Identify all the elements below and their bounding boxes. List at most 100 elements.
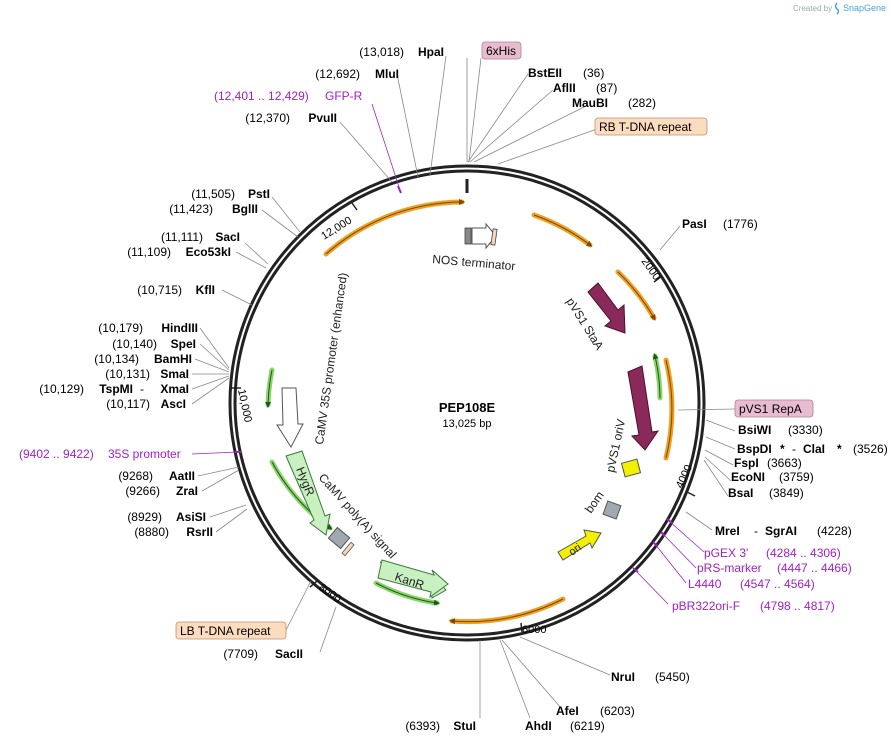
position-ticks [232, 202, 696, 633]
snapgene-credit: Created by SnapGene [793, 2, 886, 15]
primer-name-gfp-r: GFP-R [325, 89, 363, 103]
his-tag-box: 6xHis [481, 41, 522, 60]
enzyme-pos-tspmi: (10,129) [39, 382, 84, 396]
enzyme-labels-left: (13,018) HpaI (12,692) MluI (12,370) Pvu… [39, 45, 476, 733]
enzyme-name-sacii: SacII [275, 647, 303, 661]
enzyme-name-ahdi: AhdI [525, 719, 552, 733]
leader-lines [191, 55, 736, 719]
enzyme-pos-hindiii: (10,179) [98, 321, 143, 335]
pvs1-staa-feature: pVS1 StaA [563, 282, 626, 352]
primer-range-pbr322ori-f: (4798 .. 4817) [760, 599, 835, 613]
primer-range-pgex3: (4284 .. 4306) [766, 546, 841, 560]
bom-label: bom [582, 489, 607, 516]
primer-range-35s: (9402 .. 9422) [19, 447, 94, 461]
enzyme-pos-bamhi: (10,134) [94, 352, 139, 366]
enzyme-pos-hpai: (13,018) [359, 45, 404, 59]
enzyme-pos-afei: (6203) [600, 704, 635, 718]
enzyme-pos-eco53ki: (11,109) [127, 245, 171, 259]
enzyme-pos-maubi: (282) [628, 96, 656, 110]
enzyme-name-bglii: BglII [232, 202, 258, 216]
enzyme-pos-asci: (10,117) [106, 397, 150, 411]
kanr-feature: KanR [377, 559, 449, 599]
enzyme-name-nrui: NruI [611, 670, 635, 684]
enzyme-labels-right: AhdI (6219) AfeI (6203) NruI (5450) MreI… [525, 66, 888, 733]
enzyme-name-rsrii: RsrII [186, 525, 213, 539]
primer-range-l4440: (4547 .. 4564) [740, 577, 815, 591]
enzyme-separator-bspdi: - [792, 442, 796, 456]
enzyme-pos-mlui: (12,692) [315, 67, 360, 81]
snapgene-logo-icon [834, 2, 840, 15]
nos-terminator-feature: NOS terminator [432, 222, 516, 273]
enzyme-pos-fspi: (3663) [767, 456, 802, 470]
enzyme-pos-pvuii: (12,370) [245, 111, 290, 125]
orange-feature-arrowlines [325, 199, 673, 625]
tick-label-10000: 10,000 [235, 388, 254, 423]
enzyme-pos-nrui: (5450) [655, 670, 690, 684]
primer-name-35s: 35S promoter [108, 447, 181, 461]
enzyme-name-bamhi: BamHI [154, 352, 192, 366]
enzyme-name-hindiii: HindIII [161, 321, 198, 335]
enzyme-name-econi: EcoNI [731, 470, 765, 484]
enzyme-name-aflii: AflII [553, 81, 576, 95]
primer-name-pbr322ori-f: pBR322ori-F [672, 599, 740, 613]
rb-tdna-box: RB T-DNA repeat [594, 117, 708, 136]
lb-tdna-box: LB T-DNA repeat [175, 621, 287, 640]
enzyme-pos-bspdi: (3526) [853, 442, 888, 456]
enzyme-name-kfli: KflI [196, 283, 215, 297]
camv-35s-promoter-label: CaMV 35S promoter (enhanced) [312, 272, 350, 446]
enzyme-name-mlui: MluI [375, 67, 399, 81]
primer-range-gfp-r: (12,401 .. 12,429) [214, 89, 309, 103]
plasmid-name: PEP108E [439, 400, 496, 415]
enzyme-pos-aflii: (87) [596, 81, 617, 95]
enzyme-pos-bglii: (11,423) [169, 202, 213, 216]
bom-feature: bom [582, 489, 622, 520]
enzyme-name-spei: SpeI [171, 337, 196, 351]
credit-brand: SnapGene [843, 3, 886, 13]
enzyme-pos-psti: (11,505) [191, 187, 235, 201]
primer-range-prs-marker: (4447 .. 4466) [777, 561, 852, 575]
enzyme-name-xmai: XmaI [160, 382, 189, 396]
repa-label: pVS1 RepA [739, 402, 802, 416]
enzyme-name-aatii: AatII [169, 469, 195, 483]
credit-prefix: Created by [793, 4, 832, 13]
enzyme-name-smai: SmaI [160, 367, 189, 381]
enzyme-pos-saci: (11,111) [161, 230, 203, 244]
enzyme-name-saci: SacI [215, 230, 240, 244]
enzyme-pos-smai: (10,131) [105, 367, 150, 381]
enzyme-name-pvuii: PvuII [308, 111, 337, 125]
enzyme-pos-bsiwi: (3330) [788, 423, 823, 437]
enzyme-name-asisi: AsiSI [176, 510, 206, 524]
enzyme-pos-econi: (3759) [779, 470, 814, 484]
lb-tdna-label: LB T-DNA repeat [180, 624, 271, 638]
enzyme-separator-mrei: - [754, 524, 758, 538]
enzyme-pos-bsai: (3849) [769, 486, 804, 500]
pvs1-oriv-feature: pVS1 oriV [603, 365, 660, 478]
primer-labels: (12,401 .. 12,429) GFP-R (9402 .. 9422) … [19, 89, 852, 613]
enzyme-separator-tspmi: - [140, 382, 144, 396]
enzyme-name-sgrai: SgrAI [765, 524, 797, 538]
enzyme-name-maubi: MauBI [572, 96, 608, 110]
enzyme-name-bsiwi: BsiWI [738, 423, 771, 437]
enzyme-pos-stui: (6393) [405, 719, 440, 733]
primer-leader-lines [191, 103, 705, 605]
enzyme-name-tspmi: TspMI [99, 382, 133, 396]
enzyme-name-fspi: FspI [734, 456, 759, 470]
enzyme-pos-rsrii: (8880) [134, 525, 169, 539]
enzyme-name-stui: StuI [453, 719, 476, 733]
enzyme-pos-kfli: (10,715) [137, 283, 182, 297]
his-tag-label: 6xHis [486, 44, 516, 58]
primer-ticks [235, 185, 673, 573]
primer-name-prs-marker: pRS-marker [697, 561, 762, 575]
enzyme-name-afei: AfeI [556, 704, 579, 718]
primer-name-pgex3: pGEX 3' [704, 546, 748, 560]
plasmid-length: 13,025 bp [443, 418, 492, 430]
primer-name-l4440: L4440 [688, 577, 722, 591]
enzyme-name-hpai: HpaI [418, 45, 444, 59]
enzyme-name-bspdi: BspDI [737, 442, 772, 456]
backbone-inner-ring [233, 169, 701, 637]
backbone-outer-ring [228, 164, 706, 642]
enzyme-name-asci: AscI [161, 397, 186, 411]
enzyme-name-bsai: BsaI [728, 486, 753, 500]
enzyme-name-bsteii: BstEII [528, 66, 562, 80]
